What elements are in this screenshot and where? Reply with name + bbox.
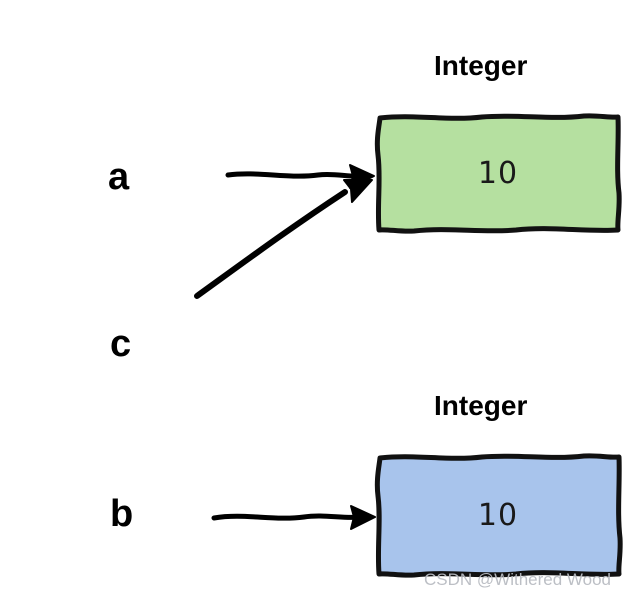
variable-label-a: a — [108, 156, 130, 198]
integer-object-green: 10 — [374, 113, 622, 234]
variable-label-c: c — [110, 323, 132, 365]
type-label-integer-green: Integer — [434, 50, 528, 81]
arrow-c-to-green-integer — [194, 179, 373, 299]
watermark-text: CSDN @Withered Wood — [424, 570, 611, 589]
arrow-b-to-blue-integer — [211, 505, 376, 530]
type-label-integer-blue: Integer — [434, 390, 528, 421]
blue-box-shape — [374, 453, 623, 578]
integer-value-green: 10 — [477, 155, 519, 191]
integer-object-blue: 10 — [374, 452, 623, 578]
green-box-shape — [374, 113, 622, 234]
variable-label-b: b — [110, 493, 134, 535]
integer-value-blue: 10 — [477, 497, 519, 533]
arrow-a-to-green-integer — [225, 164, 375, 189]
